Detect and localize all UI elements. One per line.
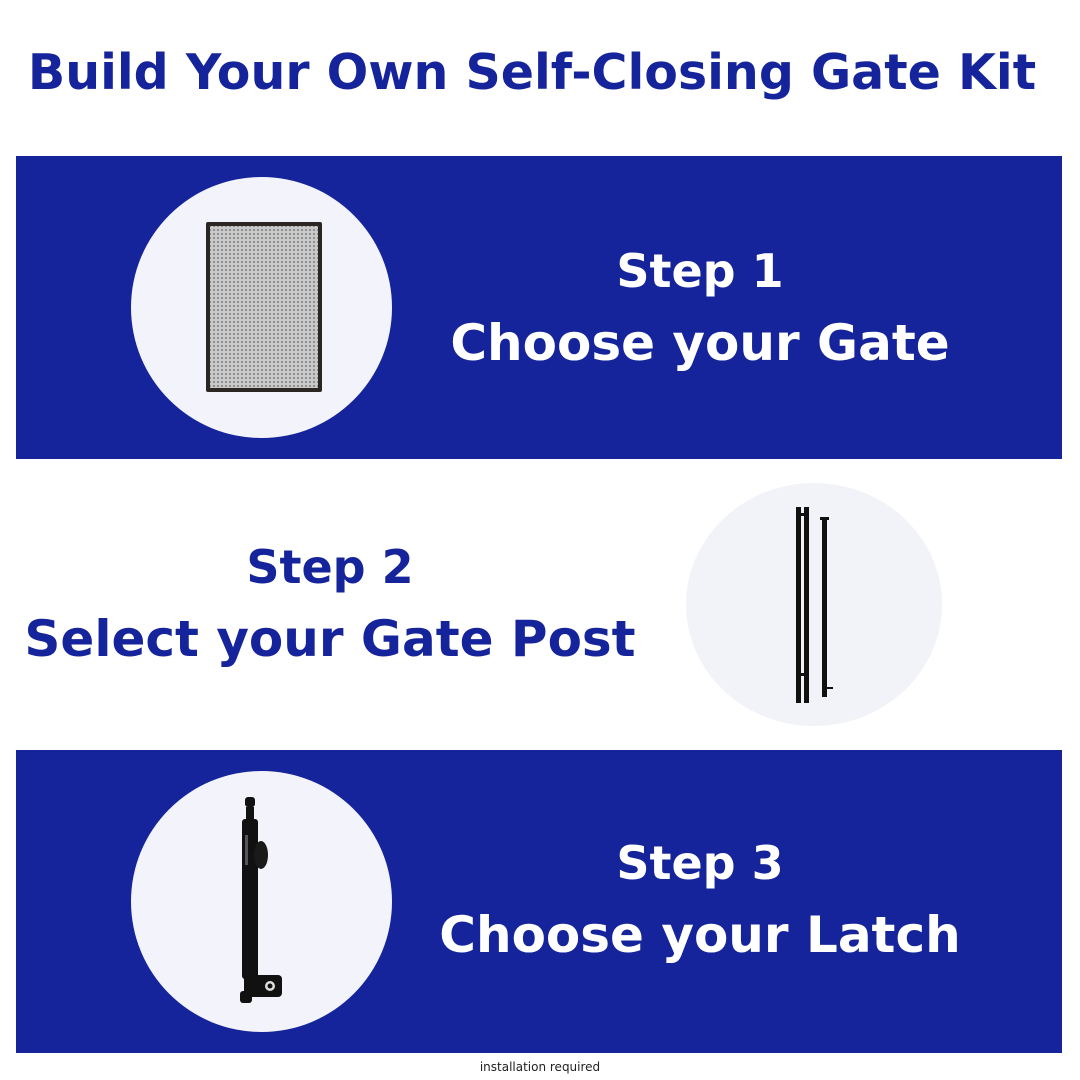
- page-title: Build Your Own Self-Closing Gate Kit: [27, 44, 1037, 101]
- gate-panel-icon: [206, 222, 322, 392]
- step-2-number: Step 2: [246, 540, 414, 594]
- step-2-description: Select your Gate Post: [24, 610, 636, 668]
- latch-icon: [240, 797, 282, 1003]
- installation-footnote: installation required: [479, 1060, 601, 1074]
- step-3-text: Step 3 Choose your Latch: [430, 840, 970, 960]
- step-2-image-circle: [686, 483, 942, 726]
- gate-post-icon: [796, 507, 833, 703]
- step-1-description: Choose your Gate: [450, 314, 950, 372]
- step-2-text: Step 2 Select your Gate Post: [20, 544, 640, 664]
- step-3-description: Choose your Latch: [439, 906, 961, 964]
- step-1-number: Step 1: [616, 244, 784, 298]
- step-1-text: Step 1 Choose your Gate: [440, 248, 960, 368]
- step-3-number: Step 3: [616, 836, 784, 890]
